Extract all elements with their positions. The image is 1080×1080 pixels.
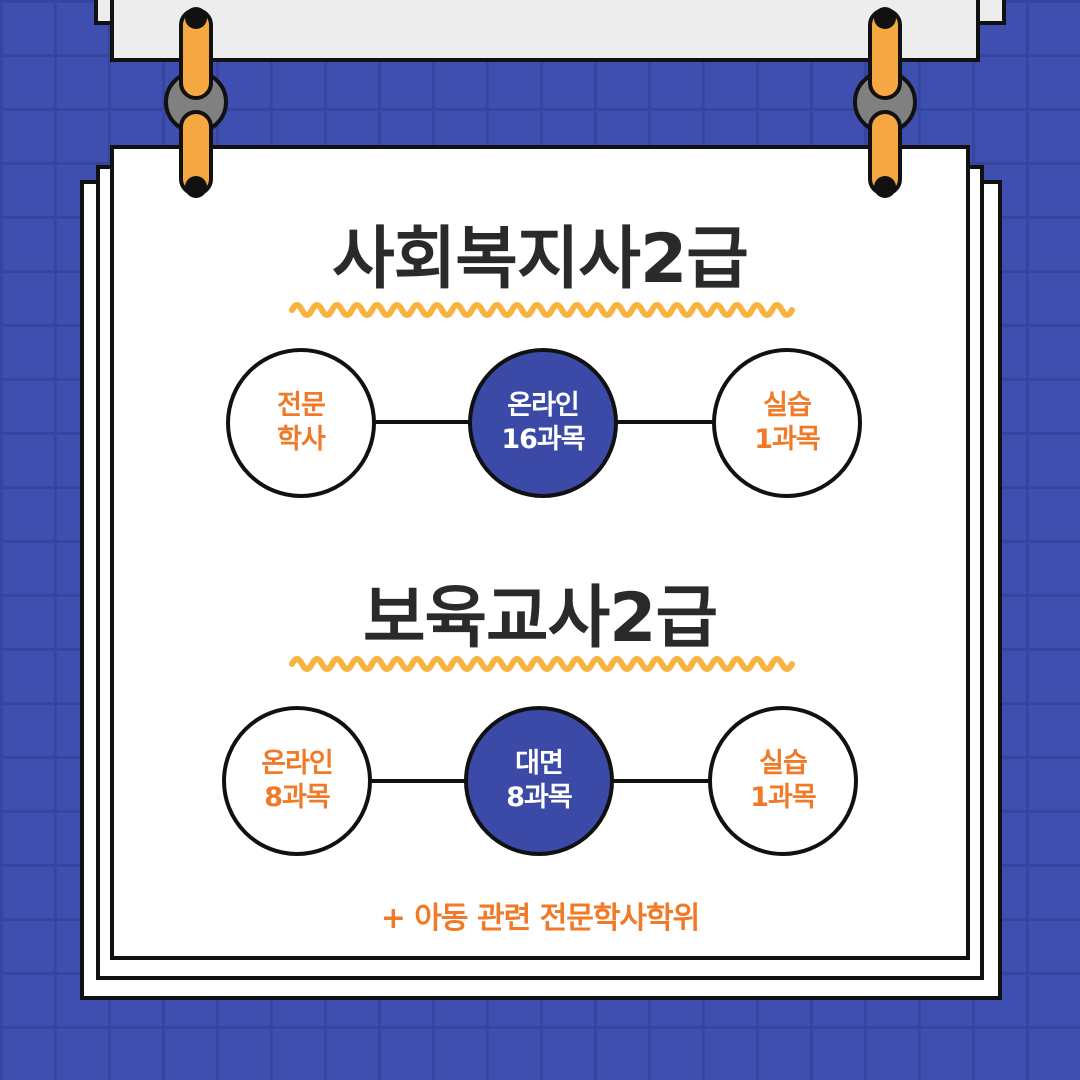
step-line2: 1과목 [754, 424, 820, 455]
step-line2: 16과목 [501, 424, 585, 455]
step-line1: 온라인 [507, 390, 580, 422]
step-line2: 8과목 [506, 782, 572, 813]
step-line1: 전문 [277, 390, 326, 422]
step-circle-highlight: 대면 8과목 [464, 706, 614, 856]
step-line1: 실습 [759, 748, 808, 780]
wavy-underline-icon [289, 302, 795, 318]
step-circle: 실습 1과목 [712, 348, 862, 498]
step-line2: 8과목 [264, 782, 330, 813]
step-circle: 전문 학사 [226, 348, 376, 498]
section-title-social-worker: 사회복지사2급 [332, 220, 749, 299]
top-sheet-front [110, 0, 980, 62]
step-line2: 1과목 [750, 782, 816, 813]
binder-ring-icon [853, 7, 917, 198]
footnote-requirement: + 아동 관련 전문학사학위 [380, 901, 700, 936]
step-circle: 실습 1과목 [708, 706, 858, 856]
step-line1: 온라인 [261, 748, 334, 780]
step-circle-highlight: 온라인 16과목 [468, 348, 618, 498]
binder-ring-icon [164, 7, 228, 198]
wavy-underline-icon [289, 656, 795, 672]
step-circle: 온라인 8과목 [222, 706, 372, 856]
step-line1: 대면 [515, 748, 564, 780]
section-title-childcare-teacher: 보육교사2급 [362, 579, 718, 658]
step-line2: 학사 [277, 424, 326, 455]
step-line1: 실습 [763, 390, 812, 422]
